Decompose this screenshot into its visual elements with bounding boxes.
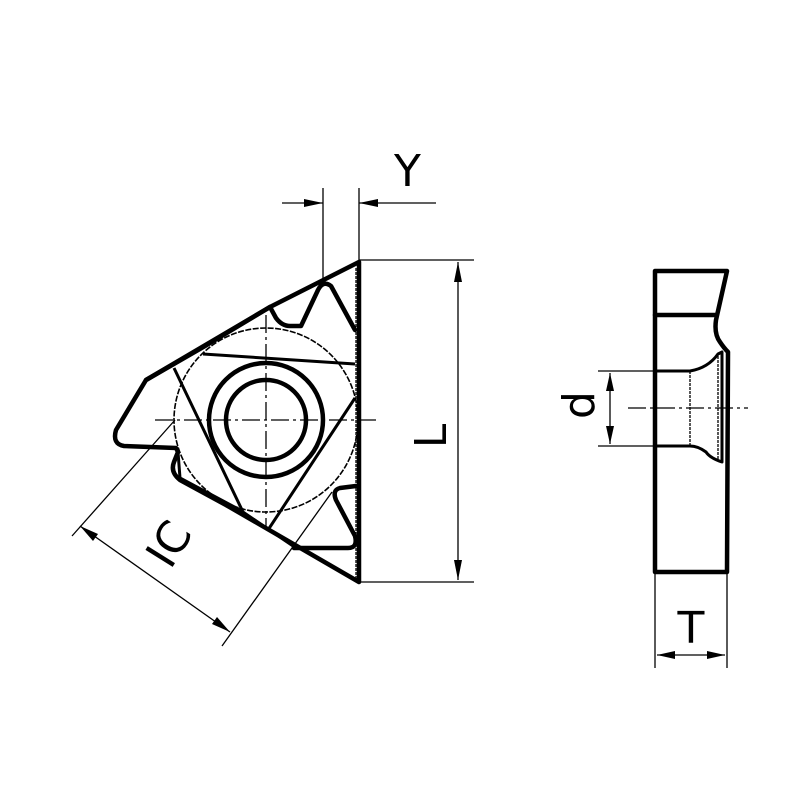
y-arrow-left <box>304 199 323 207</box>
y-dimension: Y <box>282 146 436 282</box>
ic-extension-left <box>71 419 176 537</box>
side-view <box>628 268 748 575</box>
ic-arrow-left <box>80 526 98 541</box>
d-dimension: d <box>554 370 655 447</box>
ic-label: IC <box>136 512 202 576</box>
side-body-outline <box>652 268 731 575</box>
d-label: d <box>554 391 605 419</box>
t-arrow-left <box>657 651 675 659</box>
l-arrow-bottom <box>454 560 462 580</box>
d-arrow-top <box>606 373 614 391</box>
ic-extension-right <box>221 491 333 647</box>
upper-chip-breaker <box>267 281 358 333</box>
y-arrow-right <box>359 199 378 207</box>
ic-dimension: IC <box>71 419 333 647</box>
front-view <box>112 259 376 585</box>
ic-arrow-right <box>212 617 230 632</box>
d-arrow-bottom <box>606 426 614 444</box>
l-label: L <box>406 423 457 448</box>
l-arrow-top <box>454 262 462 282</box>
t-label: T <box>677 603 705 654</box>
t-arrow-right <box>707 651 725 659</box>
ic-dim-line <box>79 525 231 633</box>
l-dimension: L <box>359 259 474 583</box>
t-dimension: T <box>654 572 728 668</box>
y-label: Y <box>393 146 421 197</box>
tip-top-edge <box>143 304 273 383</box>
inner-ring-edge <box>176 451 297 550</box>
hole-countersink-profile <box>655 350 724 464</box>
lower-chip-breaker <box>291 483 359 551</box>
insert-outline <box>112 259 362 585</box>
